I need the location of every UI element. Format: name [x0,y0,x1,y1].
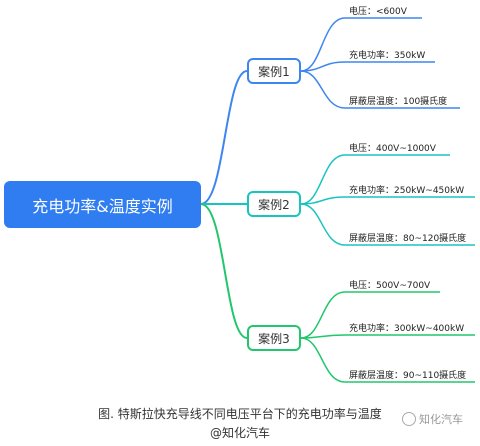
case1-temperature: 屏蔽层温度：100摄氏度 [349,97,448,107]
figure-caption-credit: @知化汽车 [209,426,270,440]
watermark-text: 知化汽车 [419,413,463,426]
connector-case3-leaf2 [300,334,475,339]
case2-node: 案例2 [247,191,301,217]
wechat-icon [402,412,416,426]
root-node: 充电功率&温度实例 [4,181,201,228]
connector-case2-leaf2 [300,196,475,205]
connector-case3-leaf1 [300,291,440,339]
case2-temperature: 屏蔽层温度：80~120摄氏度 [349,234,467,244]
watermark: 知化汽车 [402,411,463,427]
connector-case1-leaf3 [300,70,460,109]
case1-node: 案例1 [247,58,301,84]
case3-temperature: 屏蔽层温度：90~110摄氏度 [349,371,467,381]
case3-node: 案例3 [247,325,301,351]
case1-power: 充电功率：350kW [349,51,426,61]
case1-voltage: 电压：<600V [349,7,407,17]
connector-root-case1 [200,70,248,205]
connector-case2-leaf1 [300,154,450,205]
case3-voltage: 电压：500V~700V [349,281,431,291]
connector-case1-leaf2 [300,61,435,72]
case2-power: 充电功率：250kW~450kW [349,186,465,196]
case3-power: 充电功率：300kW~400kW [349,324,465,334]
connector-case1-leaf1 [300,17,422,72]
connector-case3-leaf3 [300,337,475,383]
figure-caption: 图. 特斯拉快充导线不同电压平台下的充电功率与温度 [98,407,382,421]
connector-root-case3 [200,203,248,339]
connector-case2-leaf3 [300,203,475,246]
case2-voltage: 电压：400V~1000V [349,144,436,154]
